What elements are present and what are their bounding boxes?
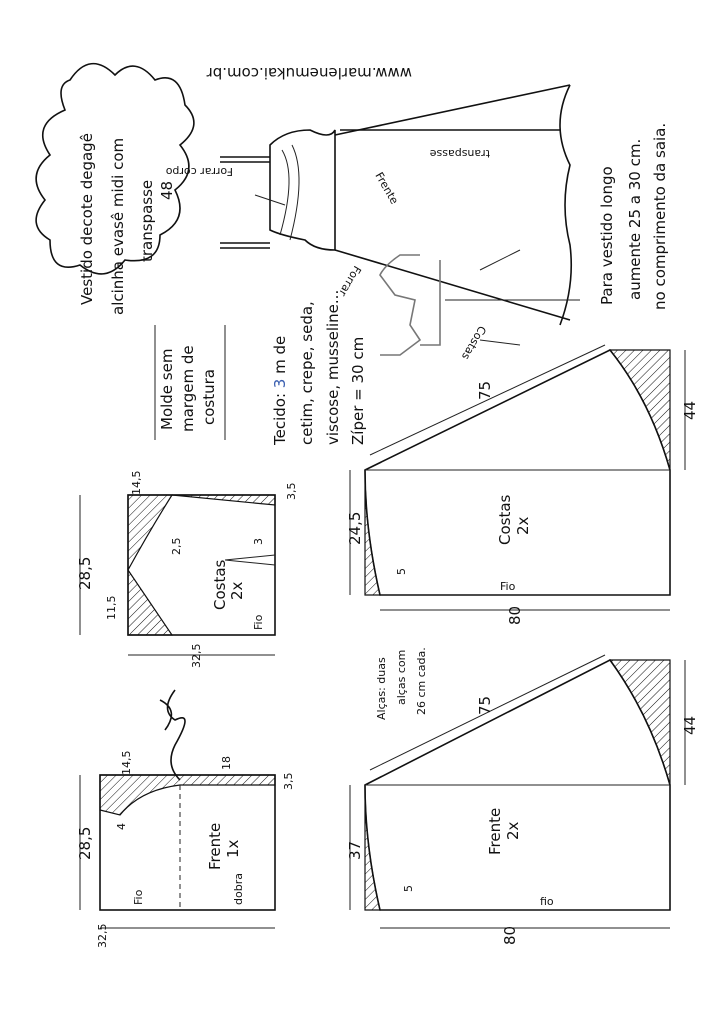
svg-text:26 cm cada.: 26 cm cada. xyxy=(415,647,428,715)
svg-text:32,5: 32,5 xyxy=(190,644,203,669)
fabric-note: Tecido: 3 m de cetim, crepe, seda, visco… xyxy=(271,290,367,446)
svg-text:transpasse: transpasse xyxy=(430,147,490,160)
svg-text:Costas: Costas xyxy=(211,559,229,610)
svg-text:Costas: Costas xyxy=(496,494,514,545)
svg-text:Para vestido longo: Para vestido longo xyxy=(598,166,616,305)
svg-text:Fio: Fio xyxy=(500,580,516,593)
svg-text:18: 18 xyxy=(220,756,233,770)
svg-text:24,5: 24,5 xyxy=(346,512,364,545)
svg-text:75: 75 xyxy=(476,696,494,715)
svg-text:5: 5 xyxy=(402,885,415,892)
svg-text:no comprimento da saia.: no comprimento da saia. xyxy=(651,123,669,310)
svg-text:3,5: 3,5 xyxy=(282,773,295,791)
back-skirt-piece: 75 44 24,5 5 Costas 2x Fio 80 xyxy=(346,344,699,625)
molde-note: Molde sem margem de costura xyxy=(154,325,226,440)
svg-text:14,5: 14,5 xyxy=(130,471,143,496)
front-skirt-piece: 75 44 37 5 Frente 2x fio 80 xyxy=(346,654,699,945)
title-cloud: Vestido decote degagê alcinha evasê midi… xyxy=(35,62,195,315)
svg-text:37: 37 xyxy=(346,841,364,860)
svg-text:fio: fio xyxy=(540,895,554,908)
svg-text:2,5: 2,5 xyxy=(170,538,183,556)
front-bodice-piece: 28,5 14,5 18 3,5 4 Frente 1x Fio dobra 3… xyxy=(76,751,295,949)
dress-sketch: Forrar corpo transpasse Frente Forrar Co… xyxy=(165,84,580,363)
svg-text:80: 80 xyxy=(506,606,524,625)
svg-text:viscose, musseline...: viscose, musseline... xyxy=(324,290,342,445)
website-text: www.marlenemukai.com.br xyxy=(206,64,412,82)
title-line3: transpasse xyxy=(138,180,156,262)
svg-text:32,5: 32,5 xyxy=(96,924,109,949)
svg-text:2x: 2x xyxy=(504,821,522,840)
svg-text:28,5: 28,5 xyxy=(76,827,94,860)
svg-text:2x: 2x xyxy=(228,581,246,600)
svg-text:Costas: Costas xyxy=(459,324,489,363)
svg-text:Fio: Fio xyxy=(252,614,265,630)
svg-text:1x: 1x xyxy=(224,839,242,858)
svg-text:Tecido: 3 m de: Tecido: 3 m de xyxy=(271,336,289,446)
svg-text:margem de: margem de xyxy=(179,345,197,432)
svg-text:alças com: alças com xyxy=(395,650,408,705)
svg-text:75: 75 xyxy=(476,381,494,400)
back-bodice-piece: 28,5 11,5 14,5 3,5 3 2,5 Costas 2x Fio 3… xyxy=(76,471,298,669)
svg-text:Frente: Frente xyxy=(486,808,504,855)
svg-text:3,5: 3,5 xyxy=(285,483,298,501)
svg-text:44: 44 xyxy=(681,716,699,735)
svg-text:Molde sem: Molde sem xyxy=(158,349,176,430)
svg-text:11,5: 11,5 xyxy=(105,596,118,621)
svg-text:Frente: Frente xyxy=(372,170,401,207)
long-dress-note: Para vestido longo aumente 25 a 30 cm. n… xyxy=(598,123,669,310)
svg-text:2x: 2x xyxy=(514,516,532,535)
title-line1: Vestido decote degagê xyxy=(78,133,96,305)
svg-text:3: 3 xyxy=(252,538,265,545)
svg-text:Forrar corpo: Forrar corpo xyxy=(165,165,233,178)
svg-text:cetim, crepe, seda,: cetim, crepe, seda, xyxy=(298,301,316,445)
svg-text:4: 4 xyxy=(115,823,128,830)
svg-text:Frente: Frente xyxy=(206,823,224,870)
svg-text:aumente 25 a 30 cm.: aumente 25 a 30 cm. xyxy=(626,139,644,300)
svg-text:44: 44 xyxy=(681,401,699,420)
svg-text:Zíper = 30 cm: Zíper = 30 cm xyxy=(349,337,367,445)
svg-text:5: 5 xyxy=(395,568,408,575)
straps-note: Alças: duas alças com 26 cm cada. xyxy=(375,647,428,720)
svg-text:28,5: 28,5 xyxy=(76,557,94,590)
svg-text:dobra: dobra xyxy=(232,873,245,905)
svg-text:80: 80 xyxy=(501,926,519,945)
svg-text:14,5: 14,5 xyxy=(120,751,133,776)
svg-text:Fio: Fio xyxy=(132,889,145,905)
title-size: 48 xyxy=(158,181,176,200)
svg-text:Alças: duas: Alças: duas xyxy=(375,657,388,720)
svg-text:costura: costura xyxy=(200,369,218,425)
svg-text:Forrar: Forrar xyxy=(336,264,364,299)
title-line2: alcinha evasê midi com xyxy=(109,138,127,315)
signature xyxy=(159,689,186,781)
